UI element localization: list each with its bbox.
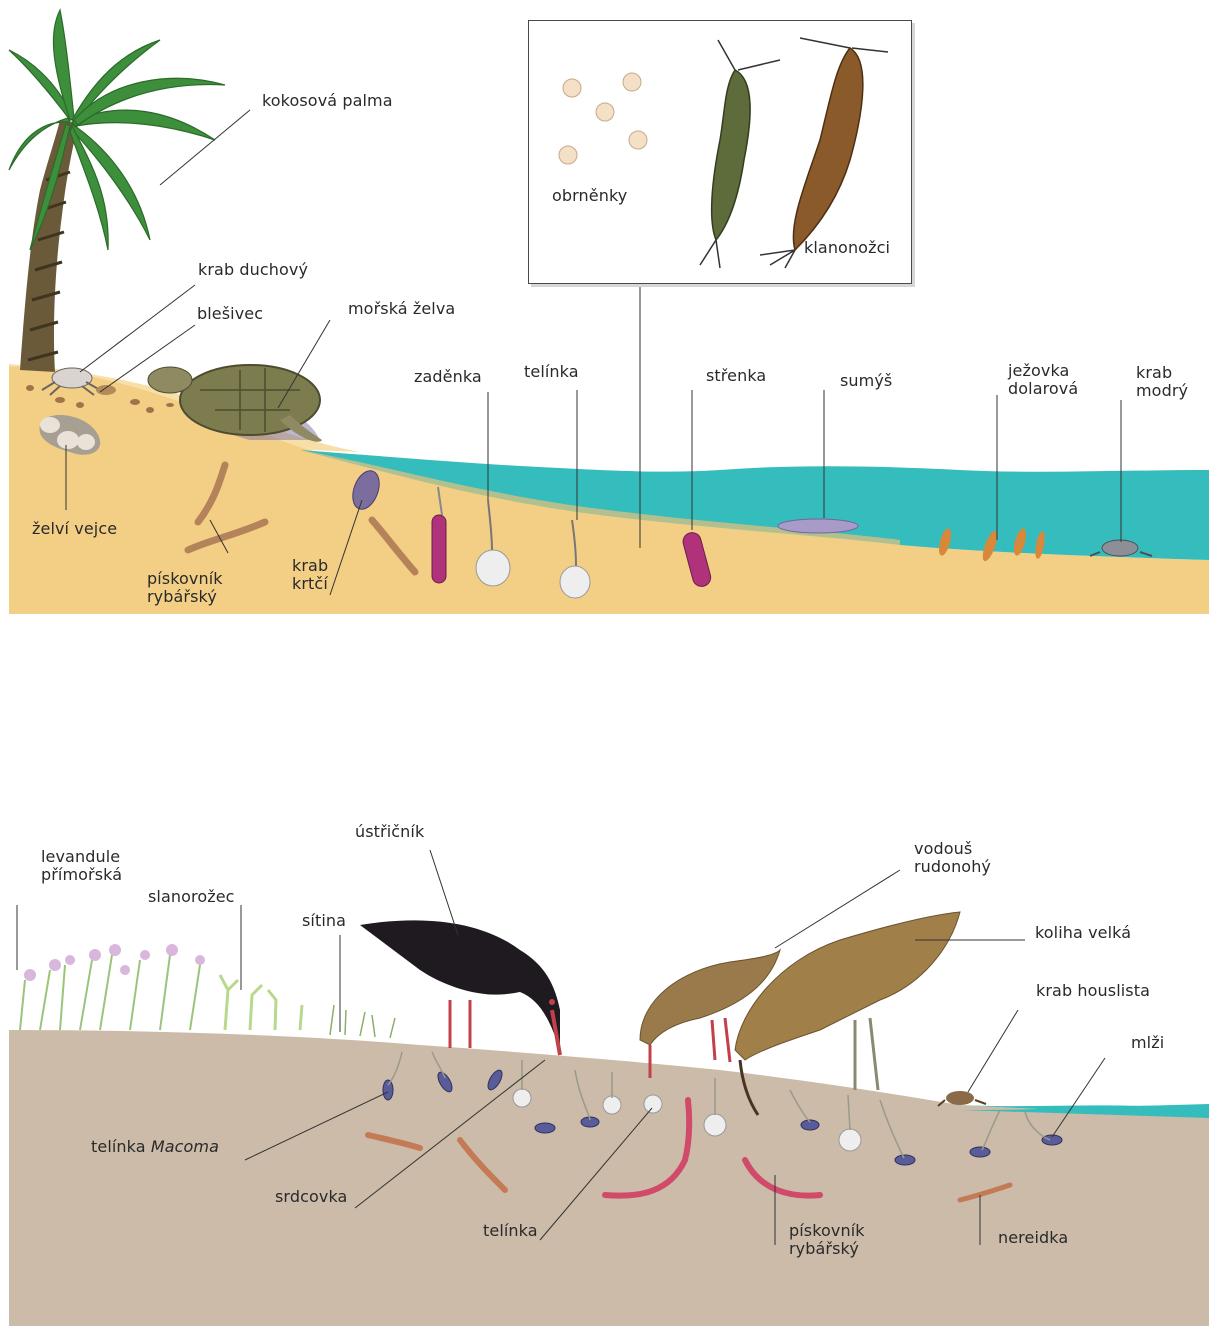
label-sand-dollar: ježovka dolarová	[1008, 362, 1078, 398]
label-cockle: srdcovka	[275, 1188, 347, 1206]
sea-lavender	[20, 955, 200, 1030]
glasswort	[220, 975, 302, 1030]
label-sea-turtle: mořská želva	[348, 300, 455, 318]
copepod-green-icon	[700, 40, 780, 268]
label-razor-clam: střenka	[706, 367, 766, 385]
label-copepods: klanonožci	[804, 239, 890, 257]
label-lugworm-mud: pískovník rybářský	[789, 1222, 865, 1258]
label-glasswort: slanorožec	[148, 888, 235, 906]
label-ragworm: nereidka	[998, 1229, 1068, 1247]
label-blue-crab: krab modrý	[1136, 364, 1188, 400]
label-redshank: vodouš rudonohý	[914, 840, 991, 876]
copepod-brown-icon	[760, 38, 888, 268]
label-sea-cucumber: sumýš	[840, 372, 892, 390]
mudflat-scene	[9, 850, 1209, 1326]
label-donax: zaděnka	[414, 368, 482, 386]
label-oystercatcher: ústřičník	[355, 823, 424, 841]
label-tellin-beach: telínka	[524, 363, 579, 381]
label-bivalves: mlži	[1131, 1034, 1164, 1052]
label-coconut-palm: kokosová palma	[262, 92, 393, 110]
sea-lavender-flowers	[24, 944, 205, 981]
label-curlew: koliha velká	[1035, 924, 1131, 942]
mudflat-mud	[9, 1030, 1209, 1326]
label-macoma-genus: Macoma	[151, 1137, 219, 1156]
label-macoma-prefix: telínka	[91, 1137, 146, 1156]
oystercatcher	[360, 920, 560, 1055]
label-barnacle-larvae: obrněnky	[552, 187, 627, 205]
label-macoma: telínka Macoma	[91, 1138, 219, 1156]
label-sea-lavender: levandule přímořská	[41, 848, 122, 884]
inset-creatures	[0, 0, 1209, 300]
label-rush: sítina	[302, 912, 346, 930]
sea-cucumber	[778, 519, 858, 533]
label-turtle-eggs: želví vejce	[32, 520, 117, 538]
label-sand-hopper: blešivec	[197, 305, 263, 323]
sand-hopper	[96, 385, 116, 395]
label-ghost-crab: krab duchový	[198, 261, 308, 279]
barnacle-larvae-icon	[559, 73, 647, 164]
label-lugworm-beach: pískovník rybářský	[147, 570, 223, 606]
label-fiddler-crab: krab houslista	[1036, 982, 1150, 1000]
label-mole-crab: krab krtčí	[292, 557, 328, 593]
label-tellin-mud: telínka	[483, 1222, 538, 1240]
